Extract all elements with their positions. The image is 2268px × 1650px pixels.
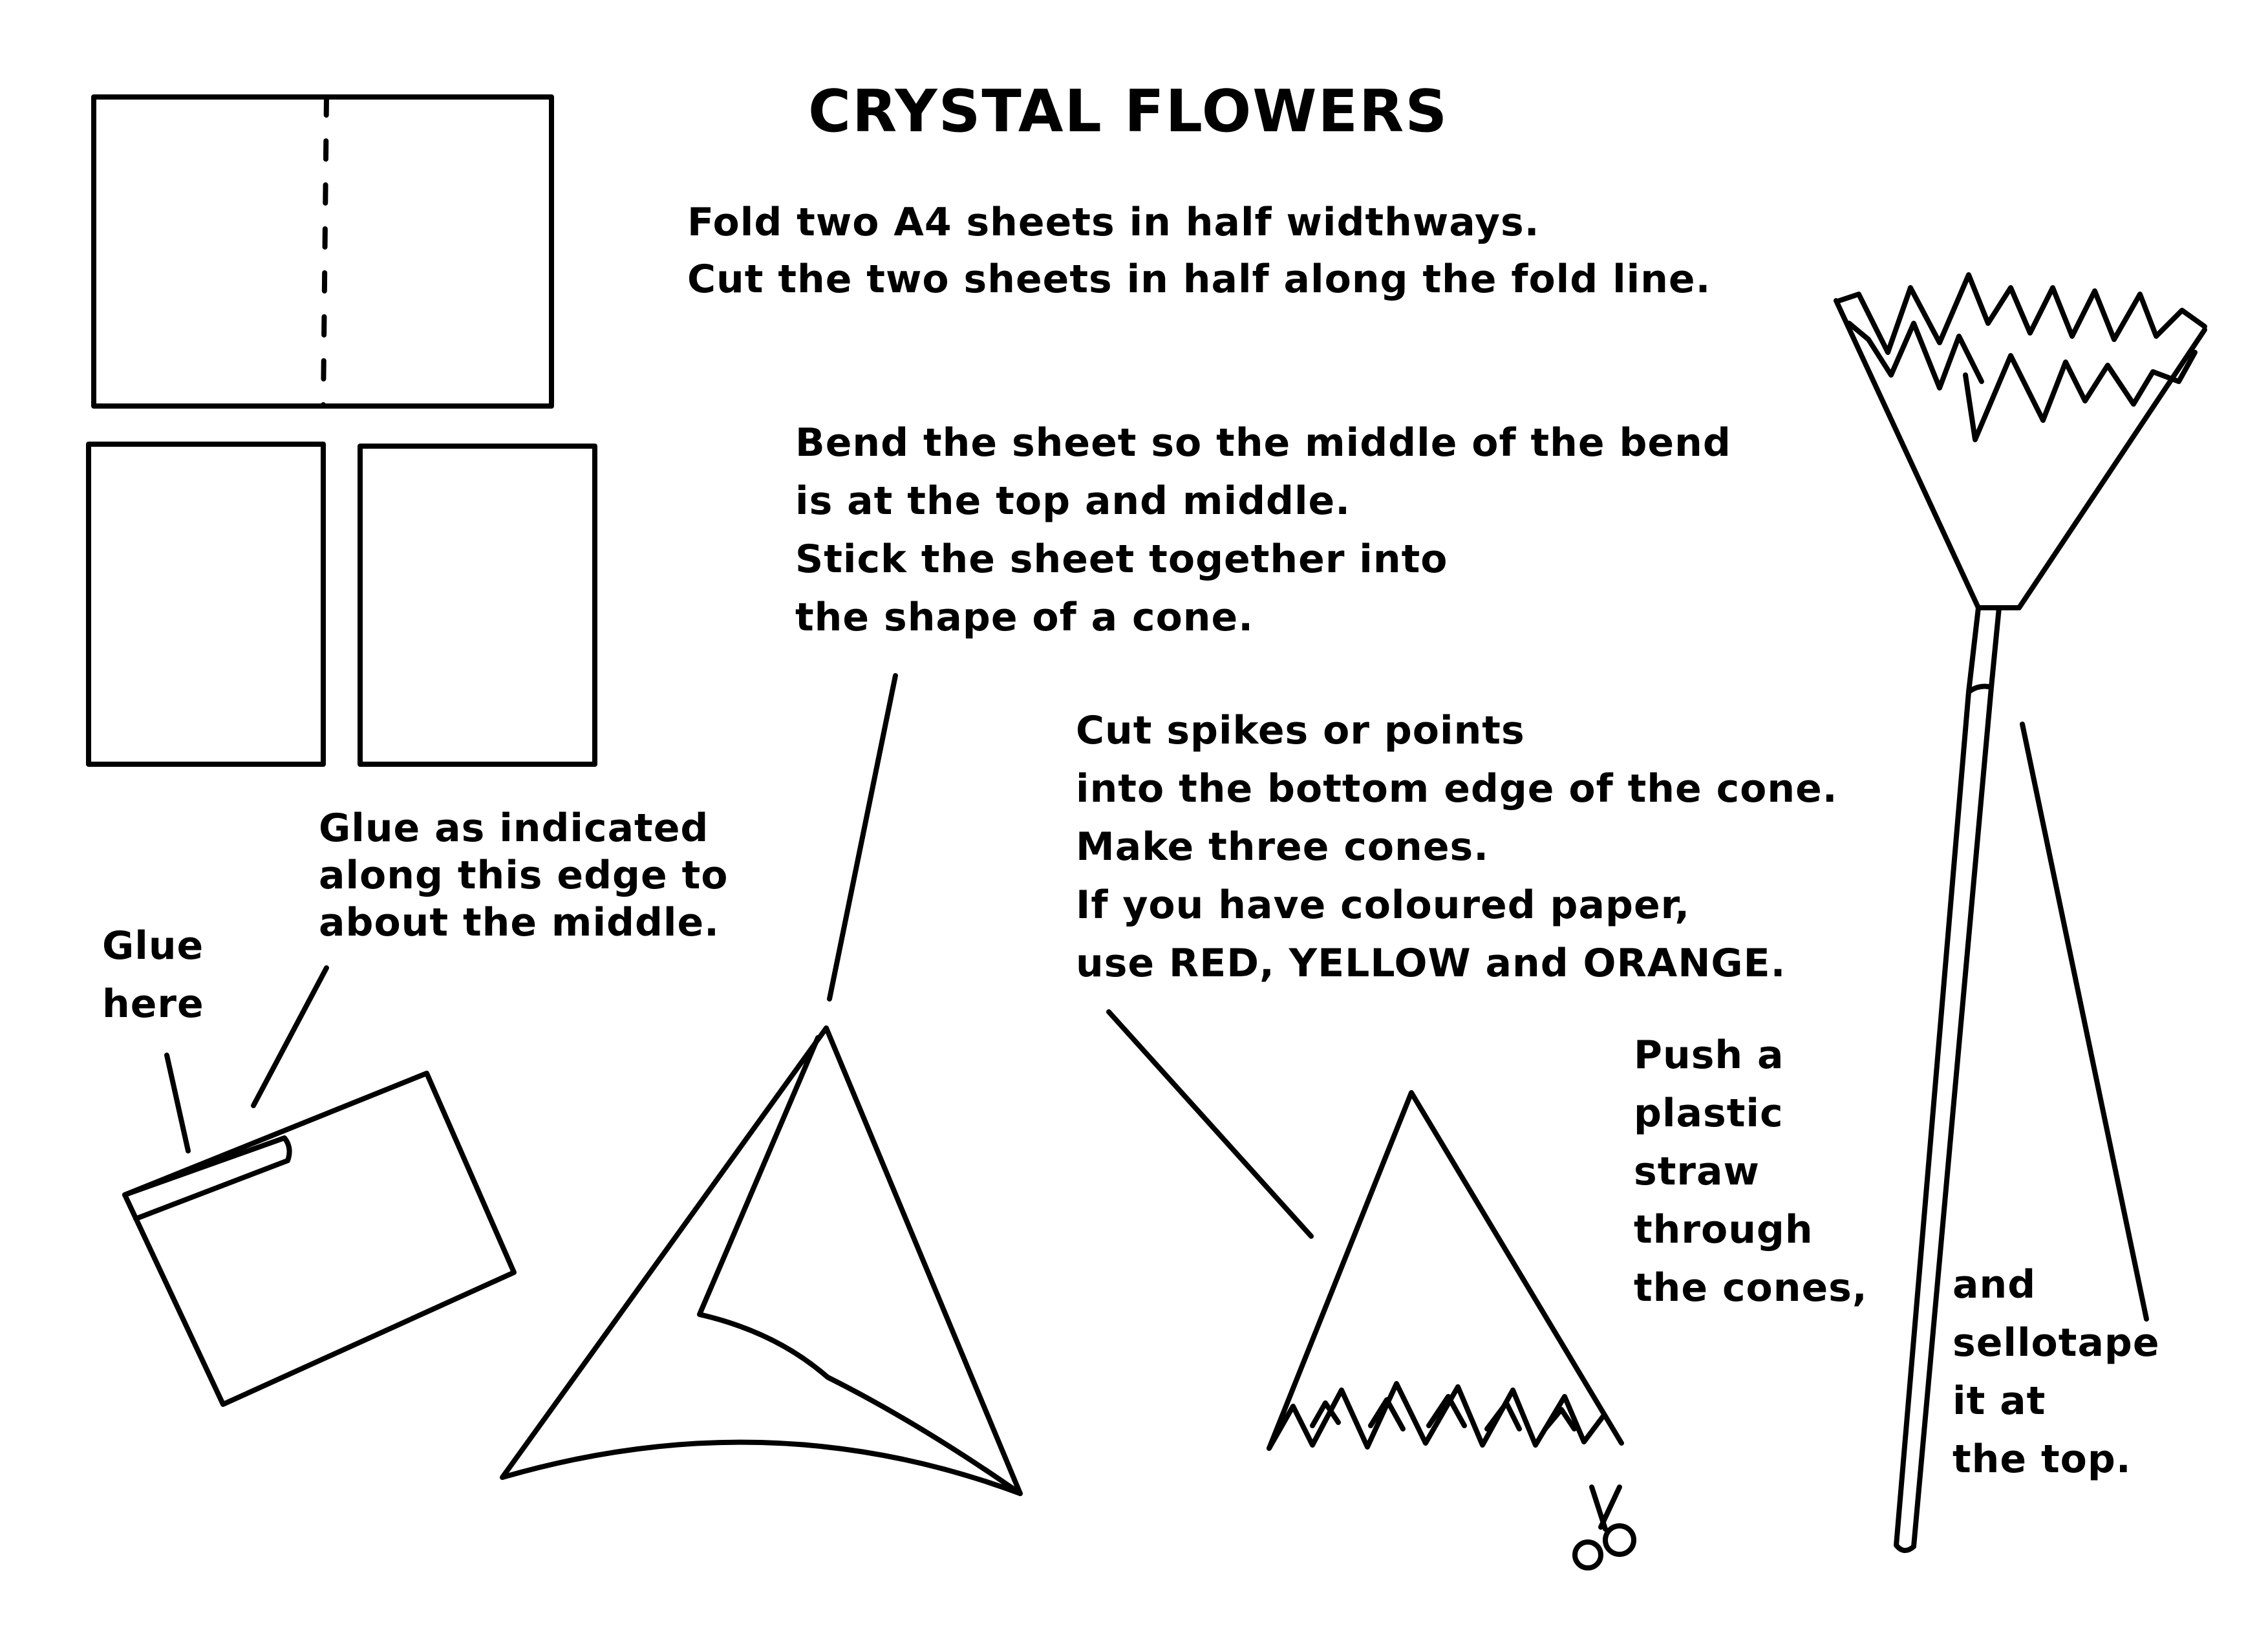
step-bend-line: Stick the sheet together into [795,537,1448,582]
glue-here-label: Glue here [102,917,204,1033]
glue-sheet-drawing [125,968,514,1404]
scissors-icon [1575,1487,1634,1568]
straw [1896,608,1999,1550]
spiked-cone-drawing [1109,1012,1621,1448]
spiked-cone-outline [1269,1093,1621,1448]
straw-tape-edge [1969,687,1991,692]
glue-edge-pointer [253,968,326,1106]
glue-here-line: Glue [102,923,204,969]
tape-pointer [2022,724,2146,1319]
step-push-line: the cones, [1634,1265,1868,1311]
spike-inner [1312,1397,1574,1429]
step-tape-text: and sellotape it at the top. [1952,1256,2160,1488]
spike-pointer [1109,1012,1311,1236]
step-cut-line: If you have coloured paper, [1076,883,1691,928]
step-glue-line: along this edge to [319,853,729,898]
step-tape-line: sellotape [1952,1320,2160,1366]
step-bend-line: is at the top and middle. [795,478,1351,524]
glue-here-line: here [102,981,204,1027]
step-fold-line: Cut the two sheets in half along the fol… [687,257,1711,302]
step-glue-text: Glue as indicated along this edge to abo… [319,805,728,947]
step-cut-line: Make three cones. [1076,824,1490,870]
cone-outline [502,1028,1020,1494]
step-push-text: Push a plastic straw through the cones, [1634,1026,1868,1317]
step-fold-line: Fold two A4 sheets in half widthways. [687,200,1540,245]
step-bend-line: the shape of a cone. [795,595,1254,640]
step-push-line: straw [1634,1149,1760,1194]
step-cut-line: into the bottom edge of the cone. [1076,766,1838,811]
flower-petals-outer [1839,275,2205,352]
folded-cone-drawing [502,676,1020,1494]
half-sheet-right [360,446,595,764]
fold-line [323,97,326,406]
glue-sheet [125,1073,514,1404]
step-bend-line: Bend the sheet so the middle of the bend [795,420,1731,466]
step-glue-line: Glue as indicated [319,806,709,851]
glue-strip [125,1138,290,1219]
step-fold-text: Fold two A4 sheets in half widthways. Cu… [687,194,1711,308]
cone-inner-fold [700,1038,1020,1494]
step-tape-line: and [1952,1262,2037,1307]
step-cut-line: Cut spikes or points [1076,708,1525,753]
step-cut-text: Cut spikes or points into the bottom edg… [1076,702,1838,992]
step-cut-line: use RED, YELLOW and ORANGE. [1076,941,1786,986]
step-glue-line: about the middle. [319,900,720,945]
step-tape-line: it at [1952,1378,2046,1424]
step-tape-line: the top. [1952,1437,2132,1482]
flower-petals-inner [1849,323,2195,440]
crystal-flower-drawing [1836,275,2205,1550]
spike-edge [1269,1384,1603,1448]
glue-here-pointer [167,1055,188,1151]
half-sheet-left [89,444,323,764]
step-push-line: Push a [1634,1033,1784,1078]
step-push-line: through [1634,1207,1813,1252]
a4-sheet-drawing [94,97,551,406]
step-bend-text: Bend the sheet so the middle of the bend… [795,414,1731,647]
page-title: CRYSTAL FLOWERS [808,78,1449,145]
step-push-line: plastic [1634,1091,1784,1136]
cone-pointer [829,676,895,999]
